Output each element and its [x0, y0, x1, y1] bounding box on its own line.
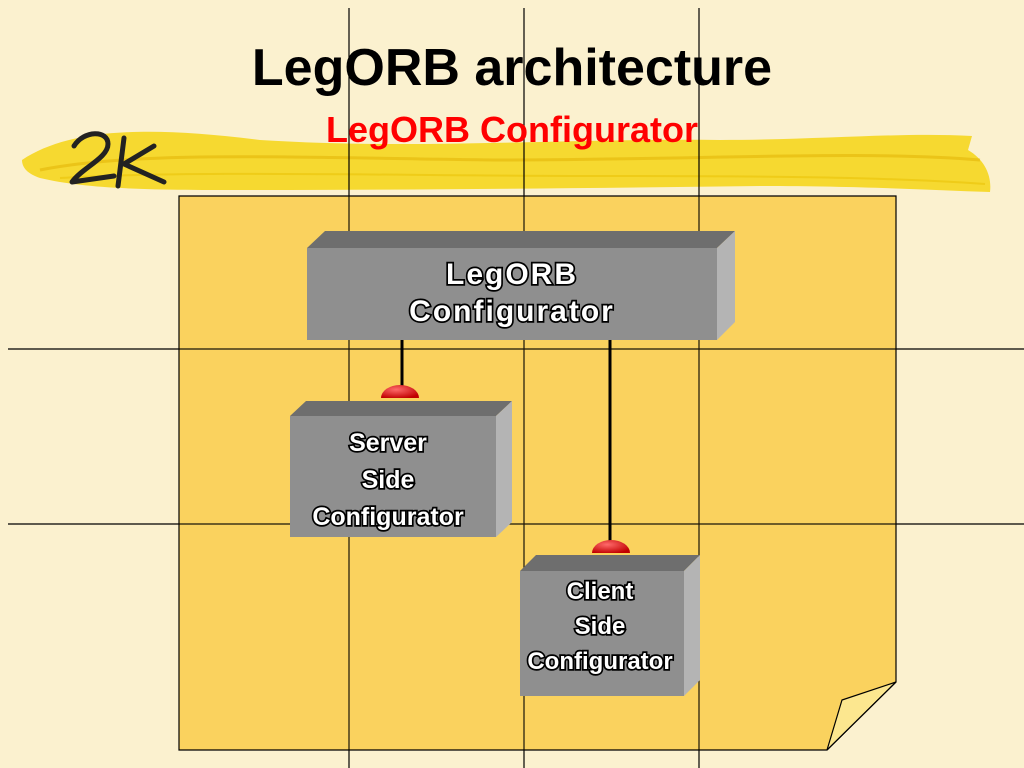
- node-client-side-configurator: [520, 555, 700, 696]
- node-legorb-configurator: [307, 231, 735, 340]
- node-label-line: Configurator: [526, 646, 675, 676]
- node-label-client-side-configurator: Client Side Configurator: [520, 572, 680, 680]
- node-label-line: Side: [360, 464, 416, 495]
- 2k-logo-icon: [69, 131, 167, 189]
- connector-configurator-client: [592, 340, 630, 553]
- node-label-line: Configurator: [311, 501, 466, 532]
- node-label-line: Side: [573, 611, 627, 641]
- node-label-server-side-configurator: Server Side Configurator: [290, 420, 486, 540]
- node-label-line: Configurator: [407, 293, 615, 329]
- node-label-legorb-configurator: LegORB Configurator: [307, 250, 717, 336]
- connector-configurator-server: [381, 340, 419, 398]
- brush-stroke-banner: [22, 131, 991, 192]
- node-label-line: Client: [565, 576, 635, 606]
- node-label-line: LegORB: [444, 256, 578, 292]
- node-label-line: Server: [347, 427, 428, 458]
- slide-title: LegORB architecture: [251, 39, 773, 97]
- node-server-side-configurator: [290, 401, 512, 537]
- slide-subtitle: LegORB Configurator: [326, 109, 698, 150]
